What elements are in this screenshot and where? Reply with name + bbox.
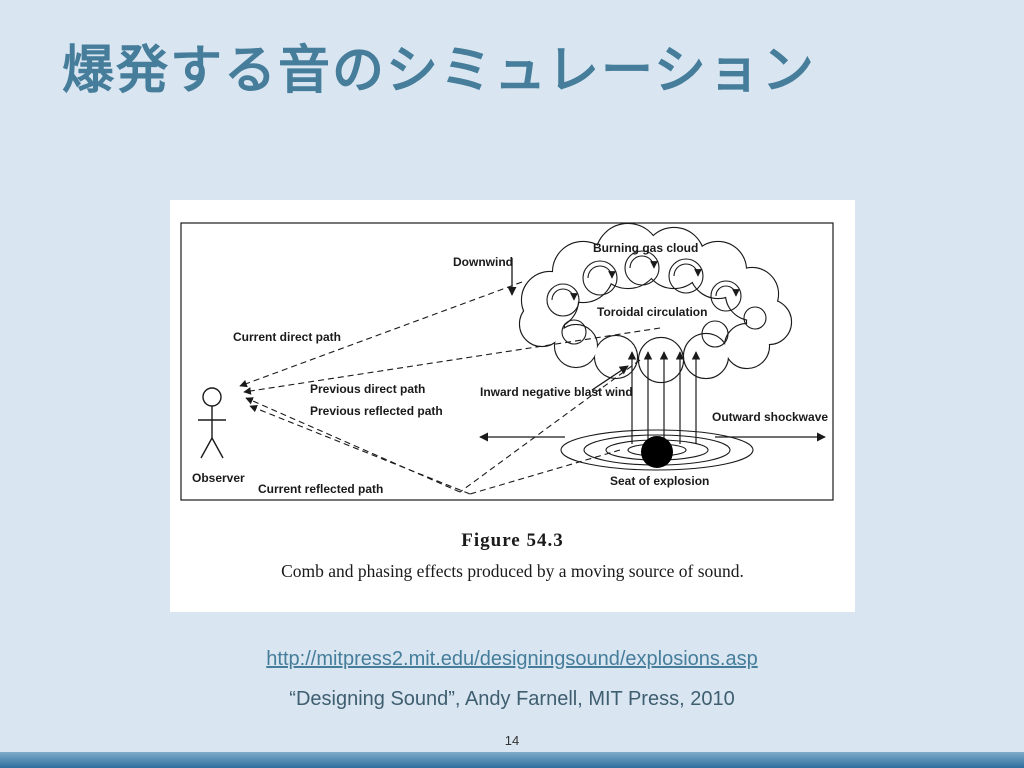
source-link-row: http://mitpress2.mit.edu/designingsound/… <box>0 648 1024 671</box>
observer-figure <box>198 387 226 459</box>
page-title: 爆発する音のシミュレーション <box>62 42 816 100</box>
figure-caption-text: Comb and phasing effects produced by a m… <box>281 561 744 581</box>
label-outward-shockwave: Outward shockwave <box>712 410 828 424</box>
inward-blast-arrow <box>591 365 629 391</box>
figure-image: Downwind Burning gas cloud Toroidal circ… <box>170 200 855 612</box>
label-burning-gas-cloud: Burning gas cloud <box>593 241 698 255</box>
label-previous-reflected-path: Previous reflected path <box>310 404 443 418</box>
page-number: 14 <box>504 733 520 748</box>
explosion-diagram: Downwind Burning gas cloud Toroidal circ… <box>180 222 834 501</box>
figure-caption-number: Figure 54.3 <box>461 530 564 551</box>
label-current-reflected-path: Current reflected path <box>258 482 383 496</box>
figure-caption: Figure 54.3 Comb and phasing effects pro… <box>170 530 855 582</box>
label-seat-of-explosion: Seat of explosion <box>610 474 709 488</box>
footer-bar <box>0 752 1024 768</box>
label-toroidal-circulation: Toroidal circulation <box>597 305 707 319</box>
annotation-arrows <box>479 258 826 442</box>
label-inward-negative-blast-wind: Inward negative blast wind <box>480 385 633 399</box>
source-link[interactable]: http://mitpress2.mit.edu/designingsound/… <box>266 648 758 670</box>
label-observer: Observer <box>192 471 245 485</box>
citation-text: “Designing Sound”, Andy Farnell, MIT Pre… <box>289 688 735 710</box>
label-previous-direct-path: Previous direct path <box>310 382 425 396</box>
seat-of-explosion-dot <box>641 436 673 468</box>
updraft-arrows <box>627 351 701 444</box>
label-downwind: Downwind <box>453 255 513 269</box>
sound-path-lines <box>239 281 661 495</box>
label-current-direct-path: Current direct path <box>233 330 341 344</box>
toroidal-circulation-vortices <box>546 250 767 348</box>
